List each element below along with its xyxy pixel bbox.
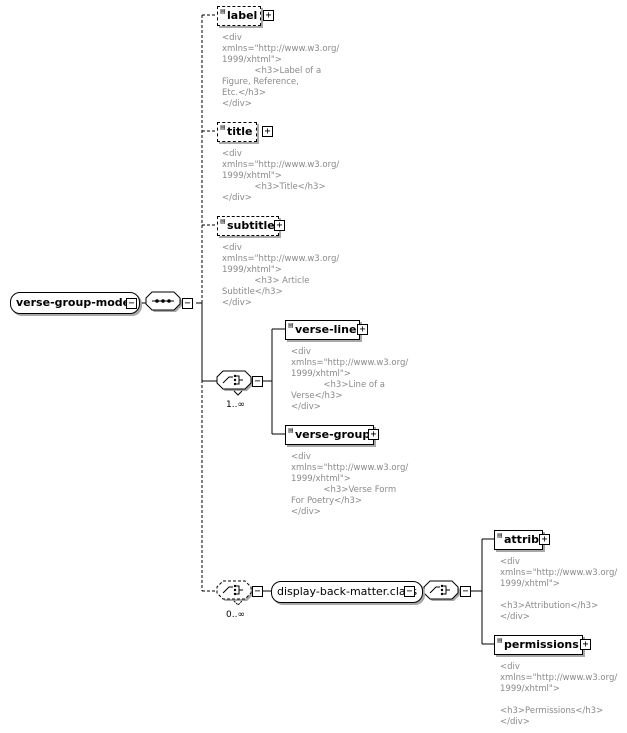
expand-verse-line-icon[interactable]: + (357, 324, 368, 335)
verse-line-annotation: <div xmlns="http://www.w3.org/ 1999/xhtm… (291, 347, 409, 412)
group-display-back-matter-class[interactable]: display-back-matter.class (271, 581, 424, 603)
choice-compositor-1[interactable] (216, 370, 253, 396)
expand-permissions-icon[interactable]: + (580, 639, 591, 650)
title-annotation: <div xmlns="http://www.w3.org/ 1999/xhtm… (222, 149, 340, 203)
attrib-annotation: <div xmlns="http://www.w3.org/ 1999/xhtm… (500, 557, 618, 622)
collapse-group-icon[interactable]: − (404, 586, 415, 597)
element-attrib-name: attrib (504, 533, 540, 546)
element-doc-icon: ▤ (220, 124, 226, 131)
element-doc-icon: ▤ (497, 532, 503, 539)
element-doc-icon: ▤ (288, 427, 294, 434)
element-label-name: label (227, 9, 258, 22)
sequence-compositor[interactable] (145, 291, 182, 312)
label-annotation: <div xmlns="http://www.w3.org/ 1999/xhtm… (222, 33, 340, 109)
group-ref-label: display-back-matter.class (277, 585, 418, 598)
expand-title-icon[interactable]: + (262, 126, 273, 137)
element-verse-group-name: verse-group (295, 428, 371, 441)
collapse-root-icon[interactable]: − (126, 298, 137, 309)
permissions-annotation: <div xmlns="http://www.w3.org/ 1999/xhtm… (500, 662, 618, 727)
expand-attrib-icon[interactable]: + (539, 534, 550, 545)
element-permissions-name: permissions (504, 638, 579, 651)
verse-group-annotation: <div xmlns="http://www.w3.org/ 1999/xhtm… (291, 452, 409, 517)
collapse-sequence-icon[interactable]: − (182, 298, 193, 309)
root-group-verse-group-model[interactable]: verse-group-model (10, 292, 140, 314)
element-verse-line-name: verse-line (295, 323, 357, 336)
choice-1-occurrence: 1..∞ (226, 400, 245, 410)
element-verse-group[interactable]: ▤ verse-group (285, 425, 375, 445)
expand-label-icon[interactable]: + (263, 10, 274, 21)
element-doc-icon: ▤ (220, 218, 226, 225)
collapse-choice-2-icon[interactable]: − (252, 586, 263, 597)
element-label[interactable]: ▤ label (217, 6, 262, 26)
choice-2-occurrence: 0..∞ (226, 610, 245, 620)
element-subtitle[interactable]: ▤ subtitle (217, 216, 279, 236)
element-doc-icon: ▤ (220, 8, 226, 15)
subtitle-annotation: <div xmlns="http://www.w3.org/ 1999/xhtm… (222, 243, 340, 308)
element-attrib[interactable]: ▤ attrib (494, 530, 544, 550)
collapse-choice-1-icon[interactable]: − (252, 376, 263, 387)
element-doc-icon: ▤ (288, 322, 294, 329)
element-subtitle-name: subtitle (227, 219, 275, 232)
collapse-choice-3-icon[interactable]: − (460, 586, 471, 597)
element-title[interactable]: ▤ title (217, 122, 257, 142)
element-permissions[interactable]: ▤ permissions (494, 635, 583, 655)
element-doc-icon: ▤ (497, 637, 503, 644)
root-group-label: verse-group-model (16, 296, 134, 309)
expand-subtitle-icon[interactable]: + (274, 220, 285, 231)
element-verse-line[interactable]: ▤ verse-line (285, 320, 361, 340)
choice-compositor-2[interactable] (216, 580, 253, 606)
expand-verse-group-icon[interactable]: + (368, 429, 379, 440)
choice-compositor-3[interactable] (423, 580, 460, 601)
element-title-name: title (227, 125, 253, 138)
